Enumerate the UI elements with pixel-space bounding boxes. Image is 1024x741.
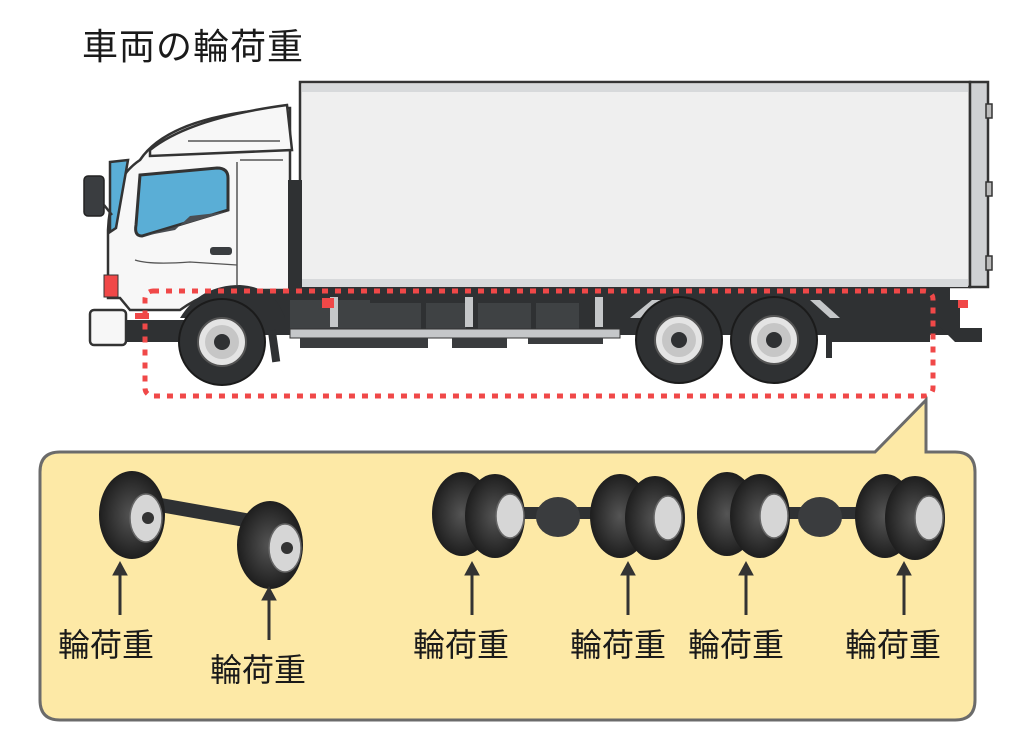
wheel-load-label: 輪荷重: [58, 626, 155, 664]
drive-axle-1-illustration: [432, 472, 685, 560]
wheel-load-label: 輪荷重: [210, 651, 307, 689]
wheel-load-label: 輪荷重: [688, 626, 785, 664]
cargo-box: [298, 80, 993, 289]
arrow-up-icon: [261, 585, 277, 640]
rear-wheel-1: [635, 296, 723, 384]
arrow-up-icon: [620, 560, 636, 615]
arrow-up-icon: [464, 560, 480, 615]
page-title: 車両の輪荷重: [82, 27, 305, 68]
arrow-up-icon: [738, 560, 754, 615]
truck-cab: [83, 103, 302, 347]
wheel-load-label: 輪荷重: [845, 626, 942, 664]
wheel-load-label: 輪荷重: [413, 626, 510, 664]
wheel-load-label: 輪荷重: [570, 626, 667, 664]
rear-wheel-2: [730, 296, 818, 384]
callout-balloon: [38, 396, 977, 722]
front-wheel: [178, 298, 266, 386]
arrow-up-icon: [112, 560, 128, 615]
drive-axle-2-illustration: [697, 472, 945, 560]
front-axle-illustration: [99, 471, 303, 589]
arrow-up-icon: [896, 560, 912, 615]
chassis-frame: [250, 287, 982, 358]
